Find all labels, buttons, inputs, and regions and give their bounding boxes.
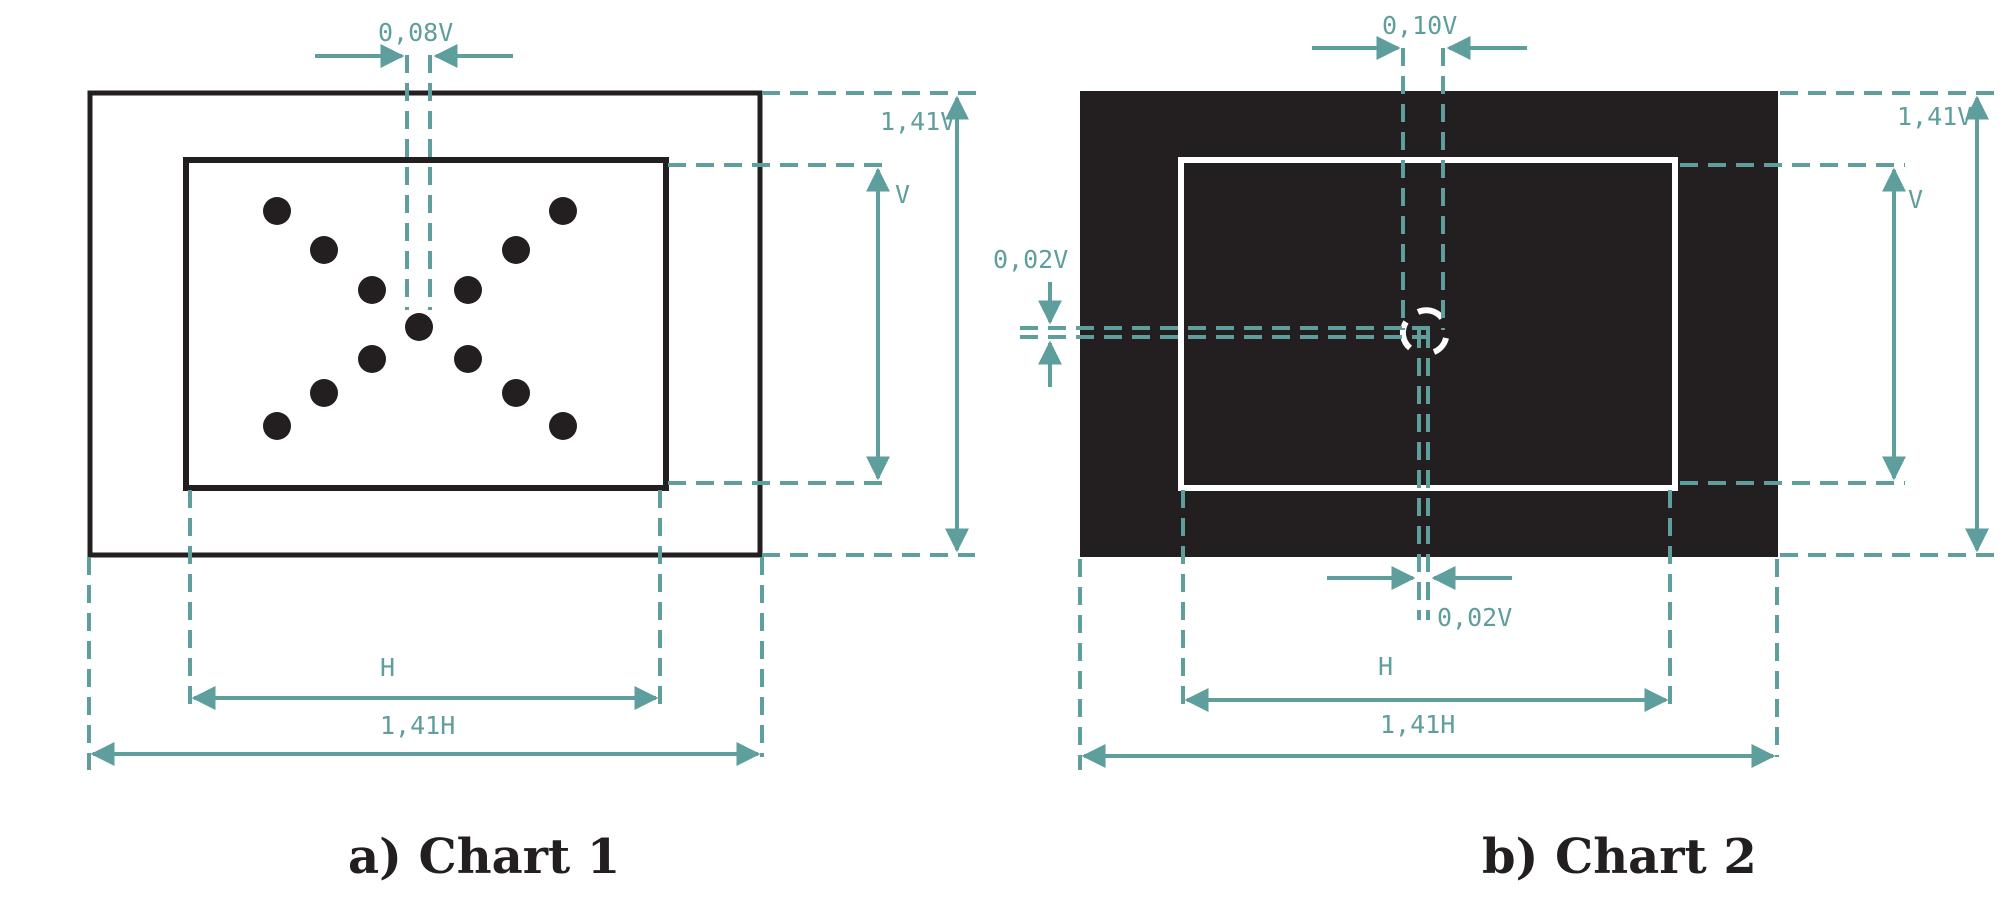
chart1-outer-frame [87, 90, 763, 558]
chart2-caption: b) Chart 2 [1482, 829, 1757, 885]
chart2-inner-width-label: H [1378, 652, 1393, 681]
chart2-inner-height-label: V [1908, 185, 1923, 214]
dot [502, 236, 530, 264]
chart2-left-spacing-dimension: 0,02V [993, 245, 1435, 387]
dot [358, 276, 386, 304]
chart1-spacing-label: 0,08V [378, 18, 453, 47]
dot [263, 412, 291, 440]
chart1-inner-height-label: V [895, 180, 910, 209]
chart1-inner-width-label: H [380, 653, 395, 682]
chart1-outer-height-label: 1,41V [880, 107, 955, 136]
chart2-width-dimensions: H 1,41H [1078, 490, 1779, 770]
dot [454, 345, 482, 373]
chart-1: 0,08V V 1,41V H 1,41H a) Chart 1 [87, 18, 985, 885]
dot [358, 345, 386, 373]
chart1-spacing-dimension: 0,08V [315, 18, 513, 310]
dot [263, 197, 291, 225]
chart1-width-dimensions: H 1,41H [87, 490, 764, 770]
chart1-outer-width-label: 1,41H [380, 711, 455, 740]
chart2-top-spacing-label: 0,10V [1382, 11, 1457, 40]
chart1-dot-pattern [263, 197, 577, 440]
chart2-left-spacing-label: 0,02V [993, 245, 1068, 274]
chart-2: 0,10V 0,02V 0,02V V 1,41V [993, 11, 2000, 885]
chart1-height-dimensions: V 1,41V [668, 91, 985, 557]
chart1-inner-frame [183, 157, 669, 491]
chart2-outer-width-label: 1,41H [1380, 710, 1455, 739]
dot [502, 379, 530, 407]
chart2-outer-height-label: 1,41V [1897, 102, 1972, 131]
chart2-bottom-spacing-label: 0,02V [1437, 603, 1512, 632]
chart2-bottom-spacing-dimension: 0,02V [1327, 330, 1512, 632]
dot [454, 276, 482, 304]
dot [549, 197, 577, 225]
chart2-height-dimensions: V 1,41V [1680, 91, 2000, 557]
dot [405, 313, 433, 341]
chart1-caption: a) Chart 1 [348, 829, 620, 885]
dot [310, 379, 338, 407]
dot [549, 412, 577, 440]
chart2-top-spacing-dimension: 0,10V [1312, 11, 1527, 330]
dot [310, 236, 338, 264]
chart2-center-target [1399, 307, 1449, 355]
